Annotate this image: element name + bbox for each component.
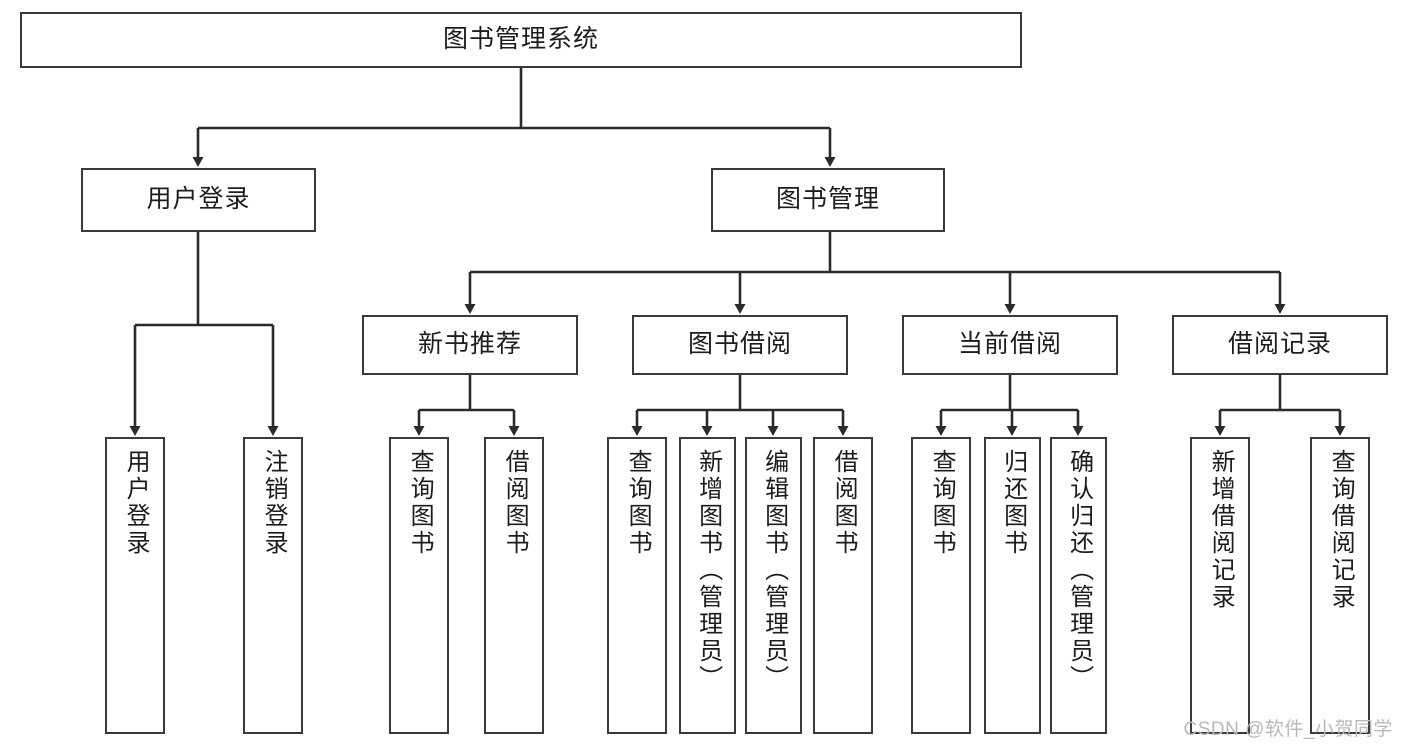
node-borrow-records[interactable]: 借阅记录: [1172, 315, 1388, 375]
node-book-management[interactable]: 图书管理: [711, 168, 945, 232]
leaf-confirm-return-admin-label: 确认归还（管理员）: [1065, 449, 1093, 692]
leaf-user-login[interactable]: 用户登录: [105, 437, 165, 734]
leaf-borrow-book-recommend-label: 借阅图书: [501, 449, 529, 557]
leaf-add-book-admin-label: 新增图书（管理员）: [694, 449, 722, 692]
node-current-borrow[interactable]: 当前借阅: [902, 315, 1118, 375]
leaf-edit-book-admin-label: 编辑图书（管理员）: [760, 449, 788, 692]
leaf-query-book-recommend[interactable]: 查询图书: [389, 437, 449, 734]
leaf-text-wrap: 注销登录: [245, 449, 301, 732]
leaf-confirm-return-admin[interactable]: 确认归还（管理员）: [1050, 437, 1107, 734]
node-book-borrow-label: 图书借阅: [687, 330, 792, 359]
node-borrow-records-label: 借阅记录: [1227, 330, 1332, 359]
leaf-text-wrap: 查询图书: [609, 449, 665, 732]
leaf-query-borrow-record-label: 查询借阅记录: [1327, 449, 1355, 611]
node-user-login-label: 用户登录: [146, 185, 251, 214]
leaf-borrow-book[interactable]: 借阅图书: [813, 437, 873, 734]
leaf-text-wrap: 用户登录: [107, 449, 163, 732]
node-user-login[interactable]: 用户登录: [81, 168, 316, 232]
leaf-text-wrap: 编辑图书（管理员）: [747, 449, 800, 732]
leaf-borrow-book-label: 借阅图书: [830, 449, 858, 557]
leaf-text-wrap: 确认归还（管理员）: [1052, 449, 1105, 732]
leaf-text-wrap: 查询图书: [391, 449, 447, 732]
leaf-return-book-label: 归还图书: [999, 449, 1027, 557]
leaf-add-borrow-record[interactable]: 新增借阅记录: [1190, 437, 1250, 734]
node-new-book-recommend[interactable]: 新书推荐: [362, 315, 578, 375]
leaf-text-wrap: 新增图书（管理员）: [681, 449, 734, 732]
leaf-user-login-label: 用户登录: [122, 449, 150, 557]
leaf-text-wrap: 新增借阅记录: [1192, 449, 1248, 732]
leaf-query-book-borrow[interactable]: 查询图书: [607, 437, 667, 734]
leaf-logout-label: 注销登录: [260, 449, 288, 557]
leaf-text-wrap: 借阅图书: [815, 449, 871, 732]
leaf-text-wrap: 查询借阅记录: [1312, 449, 1368, 732]
leaf-query-borrow-record[interactable]: 查询借阅记录: [1310, 437, 1370, 734]
leaf-edit-book-admin[interactable]: 编辑图书（管理员）: [745, 437, 802, 734]
node-book-borrow[interactable]: 图书借阅: [632, 315, 848, 375]
leaf-text-wrap: 归还图书: [986, 449, 1039, 732]
leaf-text-wrap: 借阅图书: [486, 449, 542, 732]
leaf-add-book-admin[interactable]: 新增图书（管理员）: [679, 437, 736, 734]
node-root-label: 图书管理系统: [442, 25, 599, 54]
leaf-text-wrap: 查询图书: [913, 449, 969, 732]
leaf-add-borrow-record-label: 新增借阅记录: [1207, 449, 1235, 611]
node-book-management-label: 图书管理: [775, 185, 880, 214]
leaf-return-book[interactable]: 归还图书: [984, 437, 1041, 734]
leaf-logout[interactable]: 注销登录: [243, 437, 303, 734]
leaf-query-book-borrow-label: 查询图书: [624, 449, 652, 557]
node-current-borrow-label: 当前借阅: [957, 330, 1062, 359]
leaf-query-book-recommend-label: 查询图书: [406, 449, 434, 557]
node-root[interactable]: 图书管理系统: [20, 12, 1022, 68]
leaf-borrow-book-recommend[interactable]: 借阅图书: [484, 437, 544, 734]
leaf-query-book-current-label: 查询图书: [928, 449, 956, 557]
watermark: CSDN @软件_小贺同学: [1183, 719, 1393, 740]
node-new-book-recommend-label: 新书推荐: [417, 330, 522, 359]
leaf-query-book-current[interactable]: 查询图书: [911, 437, 971, 734]
